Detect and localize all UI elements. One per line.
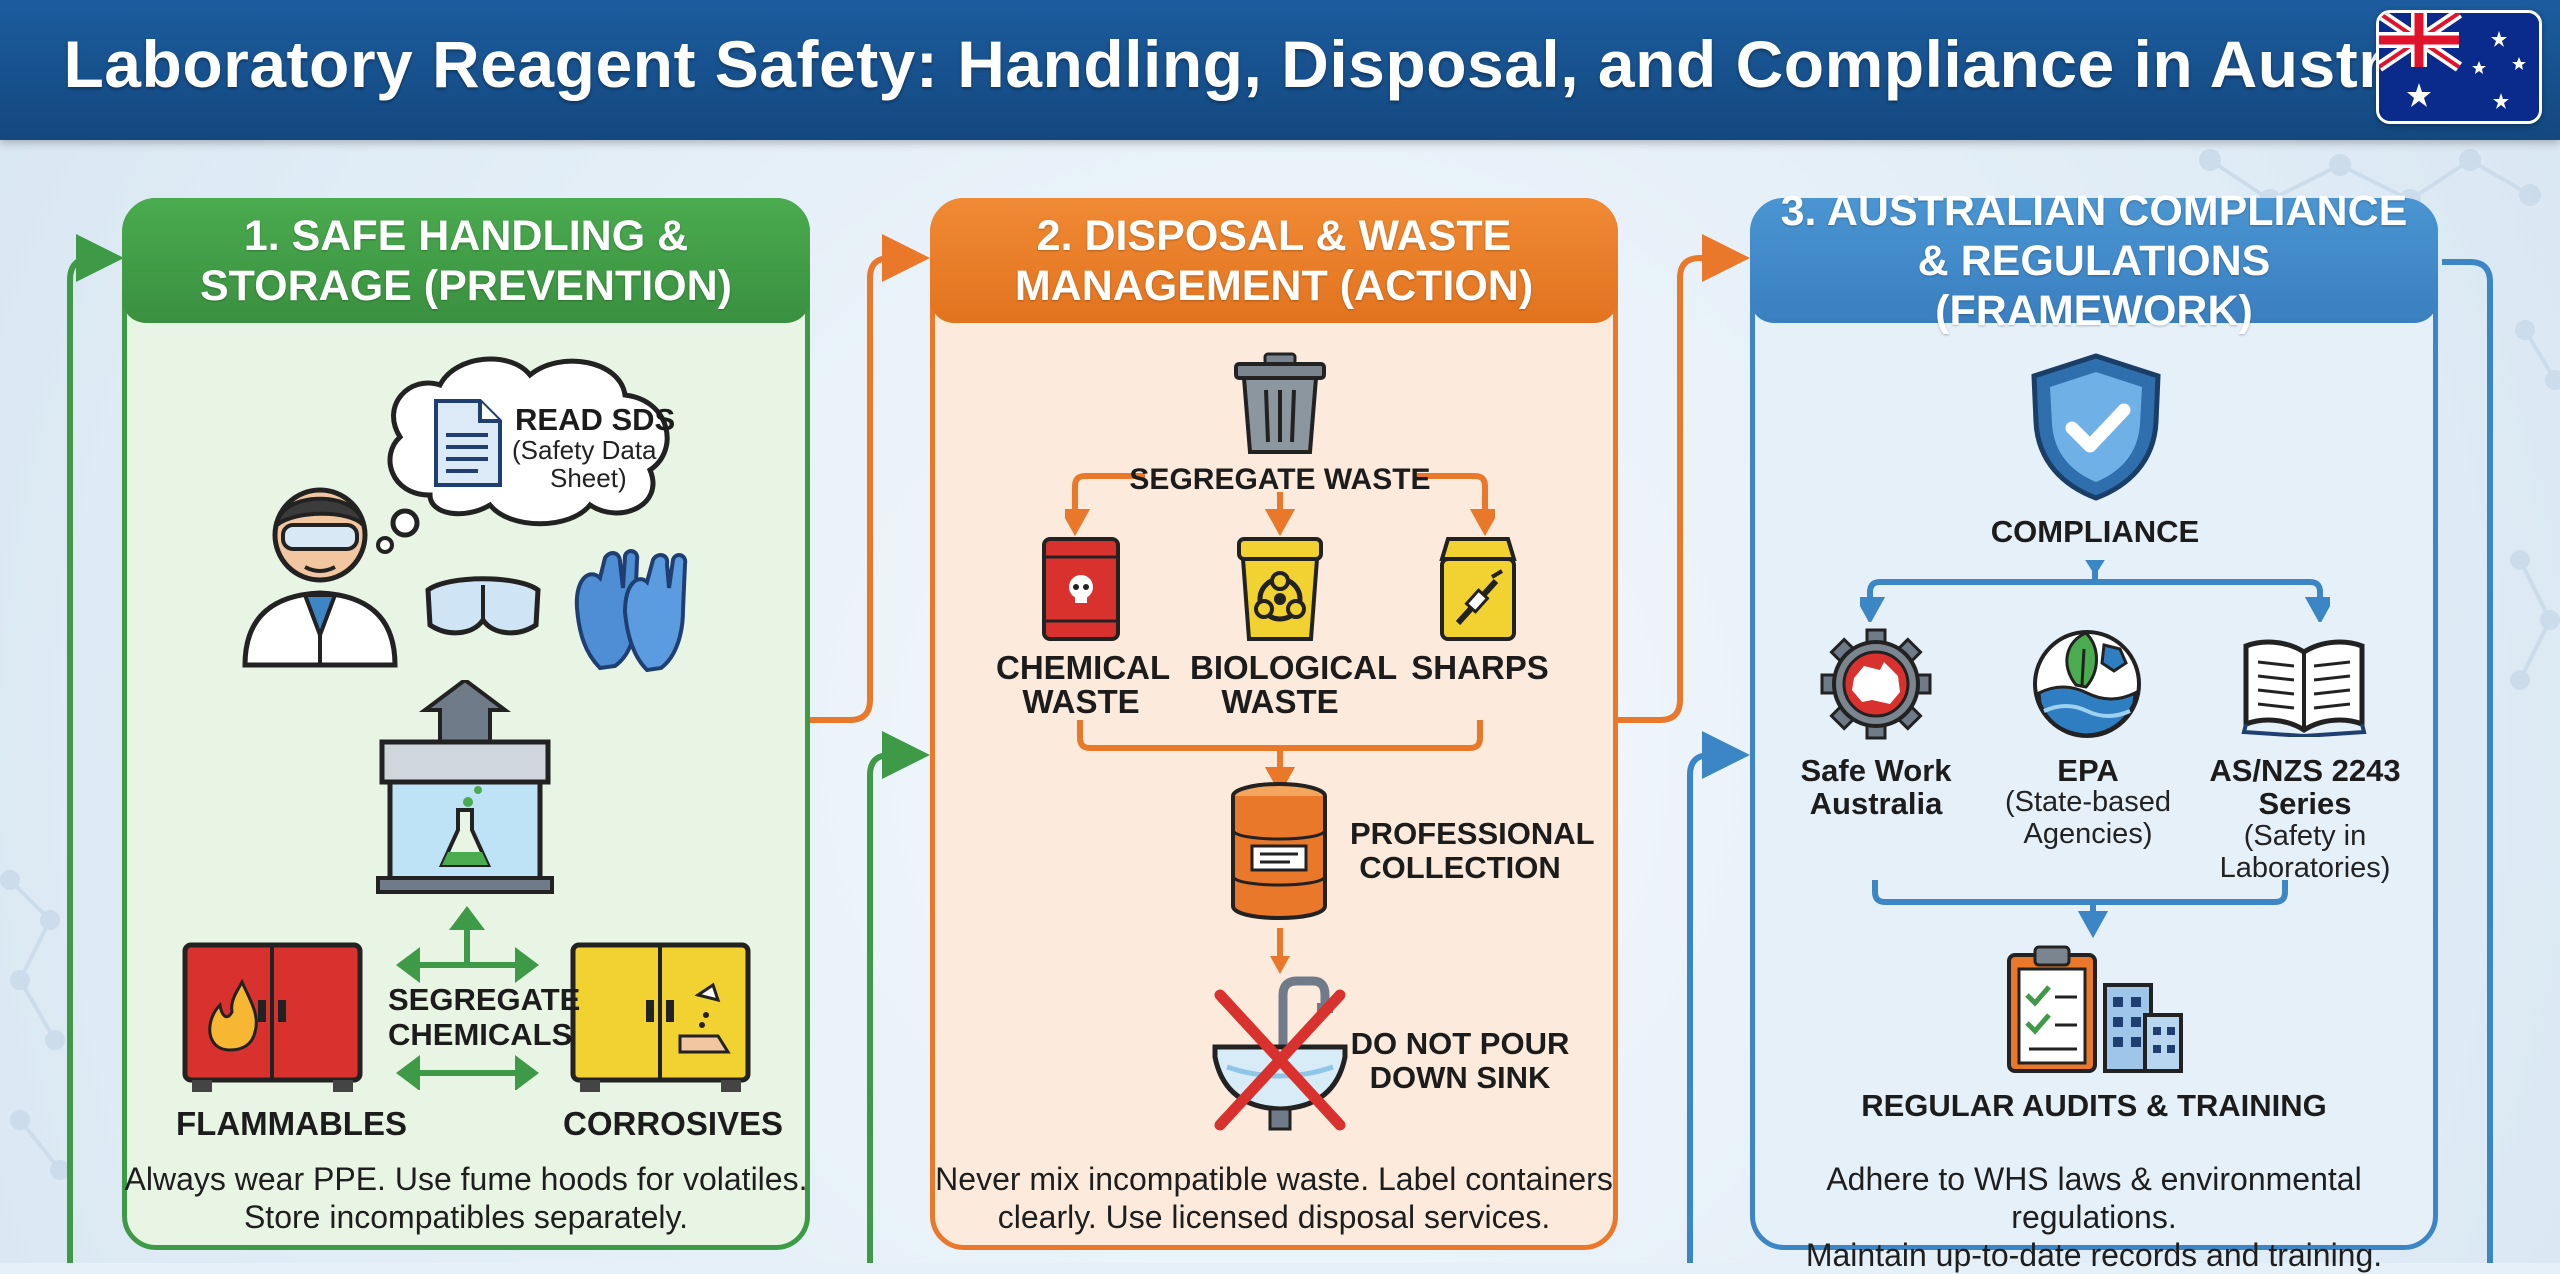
epa-globe-icon xyxy=(2033,630,2141,738)
segregate-waste-arrows xyxy=(1065,473,1495,537)
safework-label-1: Safe Work xyxy=(1800,753,1952,788)
book-icon xyxy=(2241,639,2367,737)
fume-hood-icon xyxy=(376,680,554,894)
read-sds-label: READ SDS xyxy=(515,402,676,437)
epa-label: EPA xyxy=(2057,753,2119,788)
sharps-label: SHARPS xyxy=(1411,649,1549,686)
audits-training-label: REGULAR AUDITS & TRAINING xyxy=(1861,1088,2327,1123)
panel3-caption-line1: Adhere to WHS laws & environmental regul… xyxy=(1826,1161,2362,1235)
segregate-chemicals-label-1: SEGREGATE xyxy=(388,982,581,1017)
sds-sub1: (Safety Data xyxy=(512,435,657,465)
compliance-label: COMPLIANCE xyxy=(1990,514,2200,549)
panel2-caption: Never mix incompatible waste. Label cont… xyxy=(930,1160,1618,1236)
scientist-icon xyxy=(242,487,398,668)
biological-waste-label-1: BIOLOGICAL xyxy=(1190,649,1398,686)
do-not-pour-label-2: DOWN SINK xyxy=(1369,1060,1551,1095)
safety-goggles-icon xyxy=(425,576,541,636)
professional-collection-label-1: PROFESSIONAL xyxy=(1350,816,1595,851)
panel1-caption-line1: Always wear PPE. Use fume hoods for vola… xyxy=(124,1161,808,1197)
merge-arrow xyxy=(1077,720,1483,795)
corrosives-cabinet-icon xyxy=(570,942,751,1092)
epa-sub-2: Agencies) xyxy=(2023,818,2153,850)
flammables-label: FLAMMABLES xyxy=(176,1105,407,1142)
safework-label-2: Australia xyxy=(1809,786,1943,821)
biological-waste-label-2: WASTE xyxy=(1221,683,1339,720)
panel1-title: 1. SAFE HANDLING & STORAGE (PREVENTION) xyxy=(122,198,810,323)
gloves-icon xyxy=(574,549,688,673)
header-bar: Laboratory Reagent Safety: Handling, Dis… xyxy=(0,0,2560,140)
compliance-branch-arrows xyxy=(1860,560,2330,622)
asnzs-sub-2: Laboratories) xyxy=(2219,852,2391,884)
panel1-caption: Always wear PPE. Use fume hoods for vola… xyxy=(122,1160,810,1236)
segregate-chemicals-label-2: CHEMICALS xyxy=(388,1017,573,1052)
asnzs-label-1: AS/NZS 2243 xyxy=(2209,753,2401,788)
corrosives-label: CORROSIVES xyxy=(563,1105,784,1142)
chemical-waste-label-1: CHEMICAL xyxy=(996,649,1171,686)
segregate-waste-label: SEGREGATE WASTE xyxy=(1129,463,1431,496)
trash-can-icon xyxy=(1234,352,1326,454)
segregate-arrows-icon xyxy=(396,906,539,1090)
down-arrow xyxy=(1270,928,1290,974)
no-sink-icon xyxy=(1212,976,1348,1131)
safework-gear-icon xyxy=(1820,628,1932,740)
shield-check-icon xyxy=(2031,353,2161,501)
document-icon xyxy=(434,399,502,487)
panel3-caption-line2: Maintain up-to-date records and training… xyxy=(1805,1237,2383,1273)
biohazard-bin-icon xyxy=(1237,537,1323,641)
do-not-pour-label-1: DO NOT POUR xyxy=(1350,1026,1570,1061)
chemical-waste-barrel-icon xyxy=(1042,537,1120,641)
panel3-title: 3. AUSTRALIAN COMPLIANCE & REGULATIONS (… xyxy=(1750,187,2438,335)
sharps-container-icon xyxy=(1439,537,1517,641)
australian-flag-icon xyxy=(2376,10,2542,124)
panel2-caption-line1: Never mix incompatible waste. Label cont… xyxy=(935,1161,1613,1197)
sds-sub2: Sheet) xyxy=(550,463,627,493)
panel2-caption-line2: clearly. Use licensed disposal services. xyxy=(997,1199,1551,1235)
panel1-caption-line2: Store incompatibles separately. xyxy=(243,1199,689,1235)
page-title: Laboratory Reagent Safety: Handling, Dis… xyxy=(63,27,2497,101)
professional-collection-label-2: COLLECTION xyxy=(1359,850,1561,885)
collection-drum-icon xyxy=(1231,782,1327,920)
asnzs-label-2: Series xyxy=(2258,786,2352,821)
merge-arrow-compliance xyxy=(1872,880,2288,939)
flammables-cabinet-icon xyxy=(182,942,363,1092)
panel2-title: 2. DISPOSAL & WASTE MANAGEMENT (ACTION) xyxy=(930,198,1618,323)
chemical-waste-label-2: WASTE xyxy=(1022,683,1140,720)
panel3-caption: Adhere to WHS laws & environmental regul… xyxy=(1750,1160,2438,1274)
audit-clipboard-icon xyxy=(2007,945,2183,1073)
asnzs-sub-1: (Safety in xyxy=(2243,820,2367,852)
epa-sub-1: (State-based xyxy=(2004,786,2172,818)
